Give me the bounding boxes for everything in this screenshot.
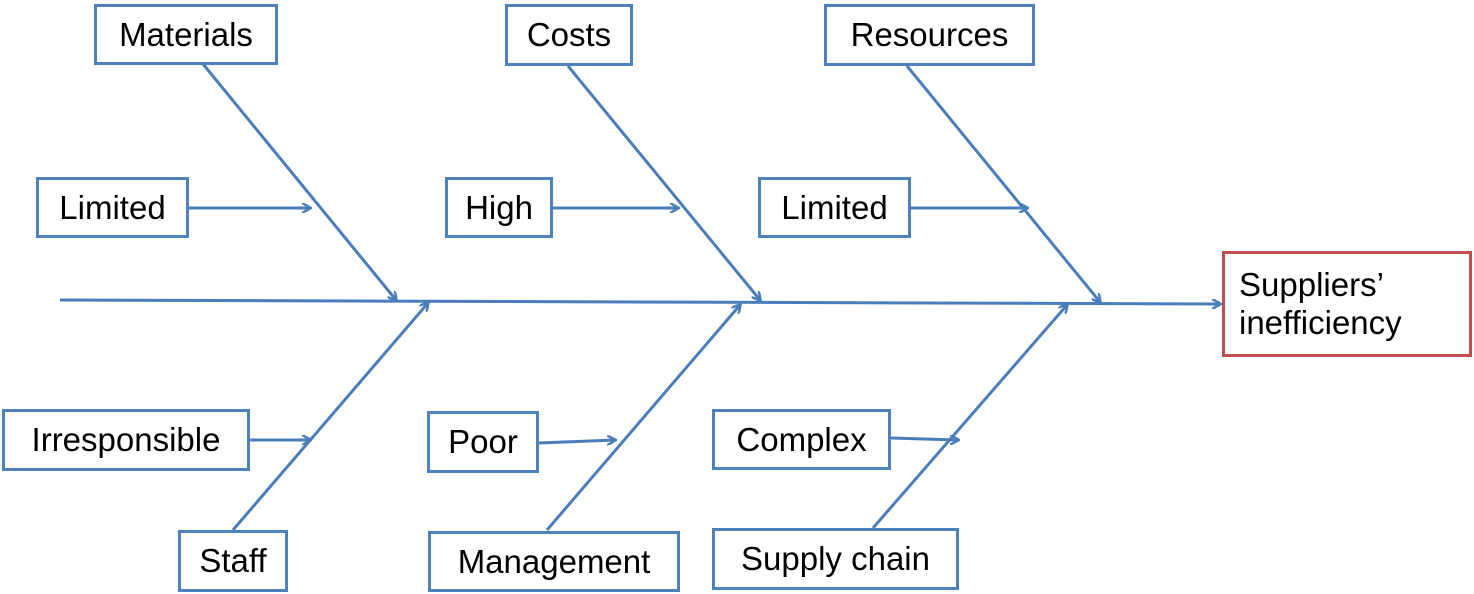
category-management: Management (428, 531, 680, 592)
cause-arrow-supply-chain (890, 438, 958, 440)
bone-supply-chain (871, 305, 1067, 529)
bone-staff (231, 303, 428, 531)
category-staff: Staff (178, 530, 288, 592)
cause-costs: High (445, 177, 553, 238)
category-materials: Materials (94, 4, 278, 65)
bone-materials (201, 63, 396, 300)
cause-resources: Limited (758, 177, 911, 238)
cause-management: Poor (427, 411, 539, 473)
bone-resources (905, 65, 1100, 302)
effect-box: Suppliers’ inefficiency (1222, 251, 1472, 357)
spine-arrow (59, 298, 1220, 304)
category-costs: Costs (505, 4, 633, 66)
category-resources: Resources (824, 4, 1035, 66)
bone-management (545, 305, 740, 531)
cause-staff: Irresponsible (2, 409, 250, 471)
bone-costs (566, 65, 760, 300)
cause-arrow-management (538, 440, 615, 443)
category-supply-chain: Supply chain (712, 528, 959, 590)
cause-materials: Limited (36, 177, 189, 238)
cause-supply-chain: Complex (712, 409, 891, 470)
